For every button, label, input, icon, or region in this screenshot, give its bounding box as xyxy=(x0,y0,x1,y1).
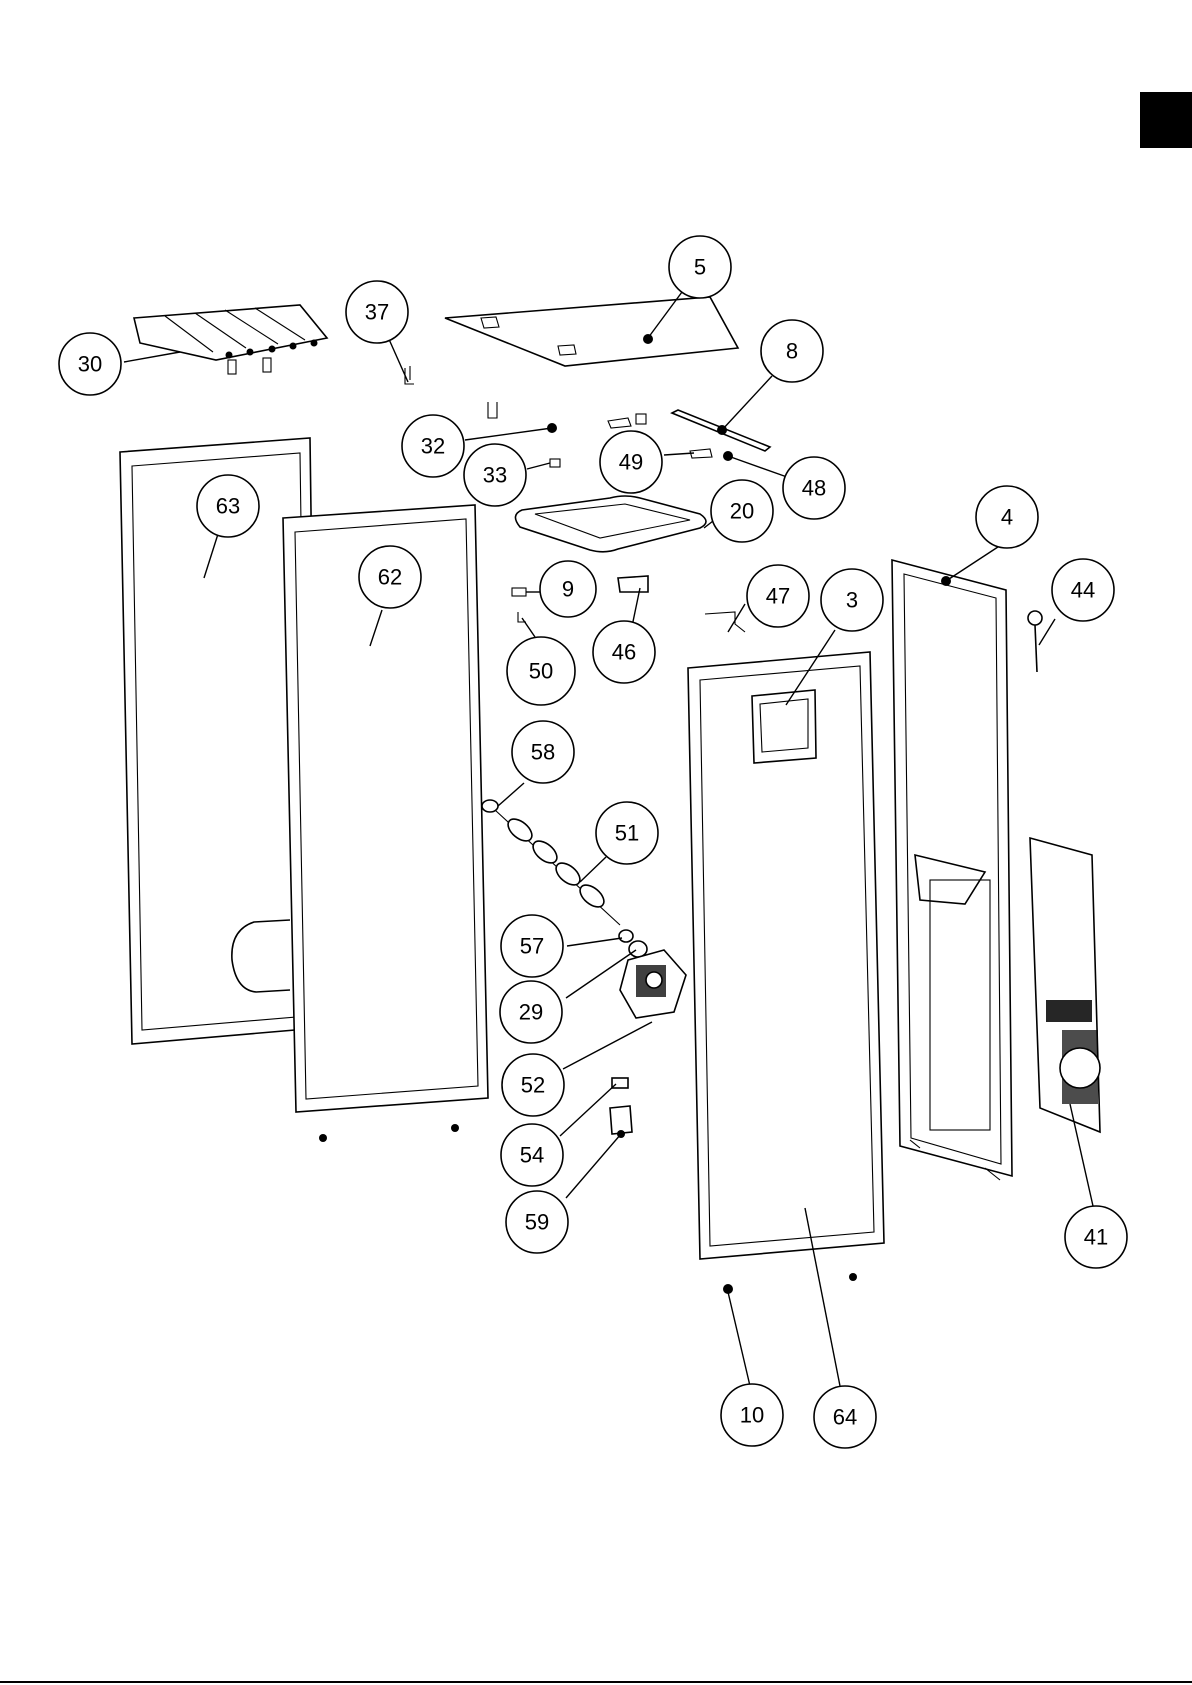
callout-52: 52 xyxy=(502,1054,564,1116)
callout-37: 37 xyxy=(346,281,408,343)
callout-label-46: 46 xyxy=(612,640,636,665)
callout-label-20: 20 xyxy=(730,499,754,524)
callout-label-48: 48 xyxy=(802,476,826,501)
callout-label-50: 50 xyxy=(529,659,553,684)
callout-5: 5 xyxy=(669,236,731,298)
callout-label-51: 51 xyxy=(615,821,639,846)
part-gasket-ring xyxy=(515,496,706,552)
callout-8: 8 xyxy=(761,320,823,382)
callout-label-64: 64 xyxy=(833,1405,857,1430)
callout-label-4: 4 xyxy=(1001,505,1013,530)
callout-label-44: 44 xyxy=(1071,578,1095,603)
callout-label-62: 62 xyxy=(378,565,402,590)
callout-label-54: 54 xyxy=(520,1143,544,1168)
callout-51: 51 xyxy=(596,802,658,864)
callout-44: 44 xyxy=(1052,559,1114,621)
callout-label-59: 59 xyxy=(525,1210,549,1235)
callout-4: 4 xyxy=(976,486,1038,548)
part-motor xyxy=(620,950,686,1018)
callout-33: 33 xyxy=(464,444,526,506)
callout-label-5: 5 xyxy=(694,255,706,280)
callout-54: 54 xyxy=(501,1124,563,1186)
part-rings xyxy=(619,930,647,957)
callout-49: 49 xyxy=(600,431,662,493)
callout-label-41: 41 xyxy=(1084,1225,1108,1250)
callout-63: 63 xyxy=(197,475,259,537)
part-top-lid xyxy=(445,297,738,366)
callout-46: 46 xyxy=(593,621,655,683)
callout-label-52: 52 xyxy=(521,1073,545,1098)
callout-29: 29 xyxy=(500,981,562,1043)
callout-label-32: 32 xyxy=(421,434,445,459)
page-tab-marker xyxy=(1140,92,1192,148)
part-front-door xyxy=(688,652,884,1294)
callout-label-33: 33 xyxy=(483,463,507,488)
part-side-plate xyxy=(1030,838,1100,1132)
callout-58: 58 xyxy=(512,721,574,783)
callout-9: 9 xyxy=(540,561,596,617)
part-key xyxy=(1028,611,1042,672)
callout-label-8: 8 xyxy=(786,339,798,364)
callout-62: 62 xyxy=(359,546,421,608)
callout-48: 48 xyxy=(783,457,845,519)
callout-label-10: 10 xyxy=(740,1403,764,1428)
callout-label-29: 29 xyxy=(519,1000,543,1025)
callout-30: 30 xyxy=(59,333,121,395)
callout-50: 50 xyxy=(507,637,575,705)
callout-label-63: 63 xyxy=(216,494,240,519)
callout-label-57: 57 xyxy=(520,934,544,959)
part-burner-tray xyxy=(134,305,327,374)
part-bar-8 xyxy=(672,410,770,451)
callout-label-47: 47 xyxy=(766,584,790,609)
callout-41: 41 xyxy=(1065,1206,1127,1268)
callout-label-9: 9 xyxy=(562,577,574,602)
callout-label-30: 30 xyxy=(78,352,102,377)
callout-label-49: 49 xyxy=(619,450,643,475)
callout-47: 47 xyxy=(747,565,809,627)
part-clip-37 xyxy=(405,366,414,384)
callout-label-3: 3 xyxy=(846,588,858,613)
callout-10: 10 xyxy=(721,1384,783,1446)
callout-57: 57 xyxy=(501,915,563,977)
callout-20: 20 xyxy=(711,480,773,542)
callout-59: 59 xyxy=(506,1191,568,1253)
callout-label-58: 58 xyxy=(531,740,555,765)
callout-3: 3 xyxy=(821,569,883,631)
callout-64: 64 xyxy=(814,1386,876,1448)
part-back-frame xyxy=(892,560,1012,1180)
callout-label-37: 37 xyxy=(365,300,389,325)
callout-32: 32 xyxy=(402,415,464,477)
